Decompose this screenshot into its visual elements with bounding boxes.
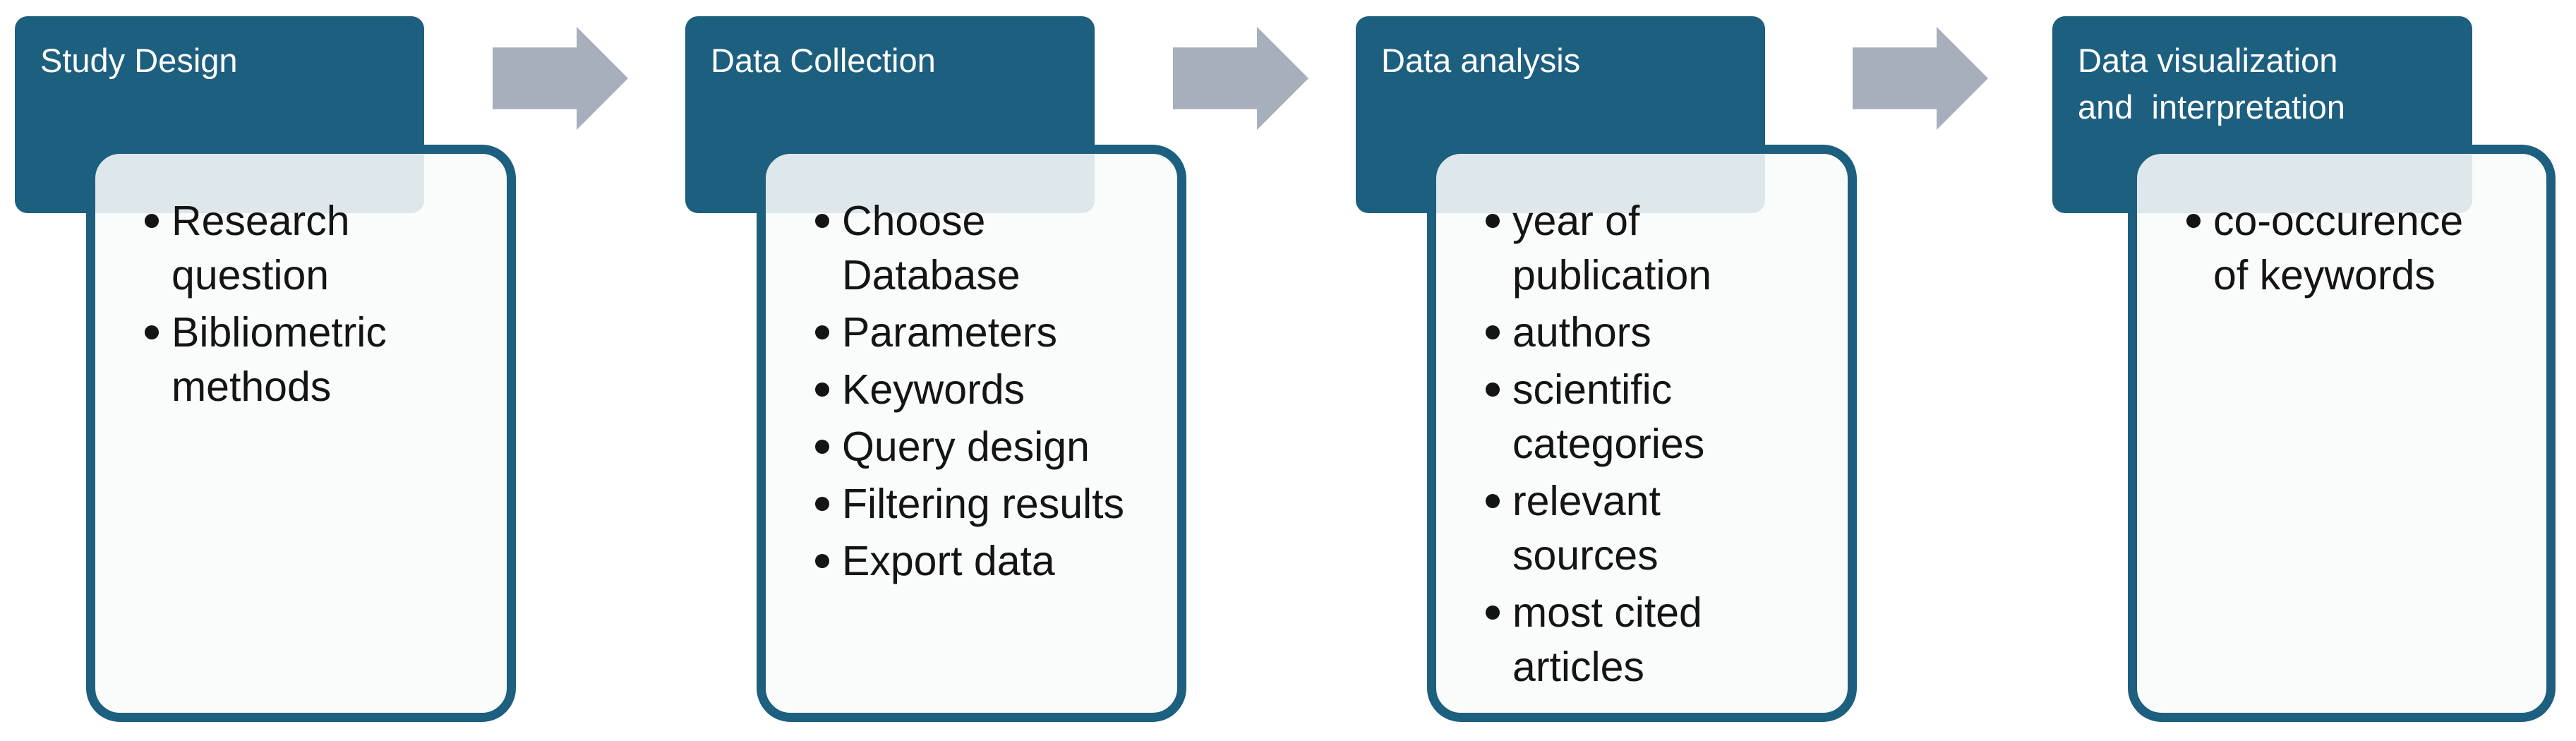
bullet-icon [815,554,829,568]
stage-content-box: Choose Database Parameters Keywords Quer… [757,145,1186,722]
list-item: Choose Database [815,194,1170,303]
stage-item-list: year of publication authors scientific c… [1436,154,1848,694]
stage-title: Data analysis [1381,42,1581,79]
bullet-icon [815,325,829,339]
stage-item-list: co-occurence of keywords [2137,154,2546,303]
bullet-icon [1486,382,1500,397]
stage-title: Data visualization and interpretation [2078,42,2345,126]
bullet-icon [815,440,829,454]
stage-content-box: Research question Bibliometric methods [86,145,516,722]
bullet-icon [815,214,829,228]
bullet-icon [145,214,159,228]
list-item: co-occurence of keywords [2186,194,2539,303]
stage-content-box: year of publication authors scientific c… [1427,145,1857,722]
arrow-right-icon [493,27,628,130]
list-item: most cited articles [1486,586,1841,694]
arrow-right-icon [1173,27,1308,130]
stage-title: Study Design [40,42,238,79]
list-item: Filtering results [815,477,1170,531]
stage-content-box: co-occurence of keywords [2128,145,2556,722]
list-item: Keywords [815,363,1170,417]
stage-item-list: Choose Database Parameters Keywords Quer… [766,154,1177,589]
bullet-icon [815,382,829,397]
list-item: Export data [815,534,1170,589]
list-item: year of publication [1486,194,1841,303]
bullet-icon [145,325,159,339]
list-item: Research question [145,194,500,303]
stage-title: Data Collection [711,42,936,79]
list-item: Bibliometric methods [145,306,500,414]
list-item: relevant sources [1486,474,1841,583]
list-item: Query design [815,420,1170,474]
bullet-icon [2186,214,2201,228]
arrow-right-icon [1853,27,1988,130]
bullet-icon [1486,214,1500,228]
bullet-icon [1486,325,1500,339]
bullet-icon [1486,606,1500,620]
list-item: authors [1486,306,1841,360]
stage-item-list: Research question Bibliometric methods [95,154,507,414]
list-item: scientific categories [1486,363,1841,471]
bullet-icon [1486,494,1500,508]
list-item: Parameters [815,306,1170,360]
bullet-icon [815,497,829,511]
